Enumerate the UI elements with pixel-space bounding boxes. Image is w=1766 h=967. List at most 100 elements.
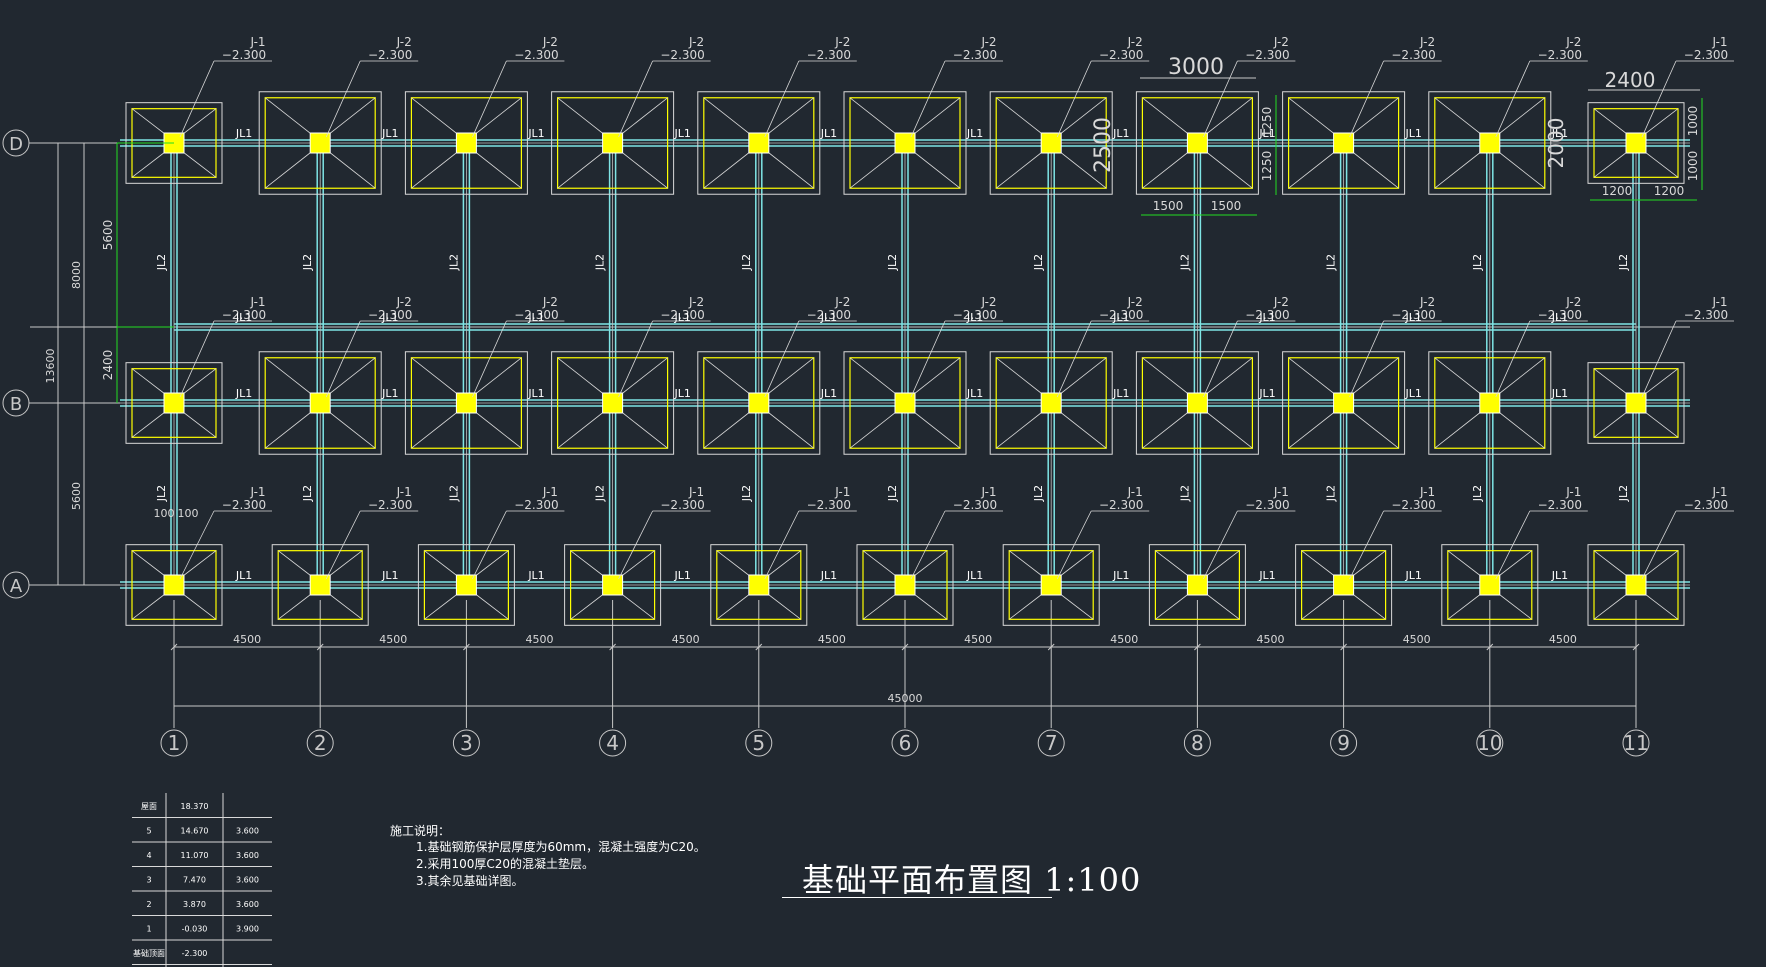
- dim-3000: 3000: [1168, 55, 1224, 80]
- dim-2400-left: 2400: [101, 350, 115, 381]
- footing-slope-line: [703, 357, 751, 395]
- footing-slope-line: [767, 151, 815, 189]
- footing-slope-line: [1593, 151, 1628, 178]
- table-cell: 2: [146, 900, 151, 909]
- footing-outline: [1295, 544, 1393, 626]
- footing-code: J-1: [688, 485, 704, 499]
- column-block: [602, 392, 624, 414]
- dimension-tick: [316, 643, 324, 651]
- footing-slope-line: [1352, 550, 1386, 577]
- footing-slope-line: [849, 151, 897, 189]
- footing-leader: [1495, 510, 1531, 580]
- beam-label-jl1: JL1: [381, 127, 398, 140]
- beam-label-jl2: JL2: [740, 254, 753, 271]
- beam-label-jl1: JL1: [1405, 387, 1422, 400]
- drawing-title: 基础平面布置图 1:100: [802, 861, 1142, 899]
- beam-label-jl2: JL2: [447, 485, 460, 502]
- footing-outline: [551, 91, 675, 195]
- footing-slope-line: [557, 97, 604, 135]
- footing-code: J-2: [1565, 295, 1581, 309]
- table-cell: 4: [146, 851, 151, 860]
- dim-1500-left: 1500: [1153, 199, 1184, 213]
- footing-inner: [1593, 108, 1679, 178]
- dimension-tick: [609, 643, 616, 651]
- footing-code: J-1: [980, 485, 996, 499]
- footing-slope-line: [1155, 550, 1189, 577]
- beam-label-jl1: JL1: [674, 387, 691, 400]
- table-cell: 7.470: [183, 876, 206, 885]
- footing-j1: [1441, 544, 1539, 626]
- axis-bubble: [452, 729, 480, 757]
- footing-elevation: −2.300: [807, 48, 851, 62]
- footing-code: J-1: [1419, 485, 1435, 499]
- footing-slope-line: [1352, 151, 1399, 189]
- footing-slope-line: [1593, 550, 1628, 577]
- footing-outline: [271, 544, 369, 626]
- footing-j2: [1135, 91, 1259, 195]
- spacing-label: 4500: [1549, 633, 1577, 646]
- footing-outline: [843, 91, 967, 195]
- footing-slope-line: [1434, 357, 1482, 395]
- footing-slope-line: [716, 550, 751, 577]
- footing-inner: [849, 357, 961, 449]
- spacing-label: 4500: [1403, 633, 1431, 646]
- footing-j2: [843, 351, 967, 455]
- beam-label-jl2: JL2: [1032, 485, 1045, 502]
- table-cell: 18.370: [181, 802, 209, 811]
- footing-slope-line: [1352, 411, 1399, 449]
- footing-outline: [989, 351, 1113, 455]
- footing-code: J-2: [688, 35, 704, 49]
- footing-elevation: −2.300: [368, 308, 412, 322]
- footing-outline: [1135, 91, 1259, 195]
- beam-label-jl1: JL1: [1405, 569, 1422, 582]
- column-block: [1040, 392, 1062, 414]
- footing-leader: [179, 320, 215, 398]
- footing-inner: [1287, 97, 1400, 189]
- footing-slope-line: [182, 593, 217, 620]
- footing-code: J-2: [1273, 35, 1289, 49]
- footing-slope-line: [862, 550, 897, 577]
- footing-slope-line: [328, 151, 376, 189]
- beam-label-jl1: JL1: [381, 569, 398, 582]
- footing-inner: [1154, 550, 1241, 620]
- total-dimension-45000: 45000: [888, 692, 923, 705]
- column-block: [1333, 574, 1355, 596]
- footing-outline: [258, 351, 382, 455]
- footing-code: J-1: [1711, 295, 1727, 309]
- footing-outline: [1148, 544, 1246, 626]
- footing-j2: [843, 91, 967, 195]
- annotation-labels: J-1−2.300J-1−2.300J-1−2.300J-2−2.300J-2−…: [155, 35, 1734, 582]
- beam-label-jl1: JL1: [1405, 311, 1422, 324]
- footing-code: J-1: [249, 35, 265, 49]
- footing-j1: [1295, 544, 1393, 626]
- footing-code: J-2: [1419, 295, 1435, 309]
- footing-leader: [325, 510, 361, 580]
- footing-slope-line: [1206, 411, 1253, 449]
- footing-slope-line: [277, 550, 312, 577]
- footing-slope-line: [767, 411, 815, 449]
- column-block: [1625, 574, 1647, 596]
- footing-outline: [1428, 91, 1552, 195]
- footing-j1: [856, 544, 954, 626]
- footing-leader: [618, 510, 653, 580]
- footing-j2: [258, 91, 382, 195]
- footing-leader: [1641, 320, 1677, 398]
- footing-outline: [710, 544, 808, 626]
- beam-label-jl1: JL1: [1112, 127, 1129, 140]
- dim-1250-top: 1250: [1260, 107, 1274, 138]
- footing-slope-line: [1142, 97, 1189, 135]
- footing-slope-line: [1288, 151, 1335, 189]
- table-cell: 3.600: [236, 827, 259, 836]
- beam-label-jl2: JL2: [1325, 254, 1338, 271]
- footing-inner: [995, 357, 1107, 449]
- footing-inner: [569, 550, 656, 620]
- footing-slope-line: [557, 151, 604, 189]
- footing-j2: [1135, 351, 1259, 455]
- footing-slope-line: [1059, 411, 1107, 449]
- beam-label-jl2: JL2: [1178, 254, 1191, 271]
- footing-slope-line: [1288, 411, 1335, 449]
- footing-code: J-2: [1565, 35, 1581, 49]
- footing-slope-line: [1593, 368, 1628, 395]
- beam-label-jl1: JL1: [966, 569, 983, 582]
